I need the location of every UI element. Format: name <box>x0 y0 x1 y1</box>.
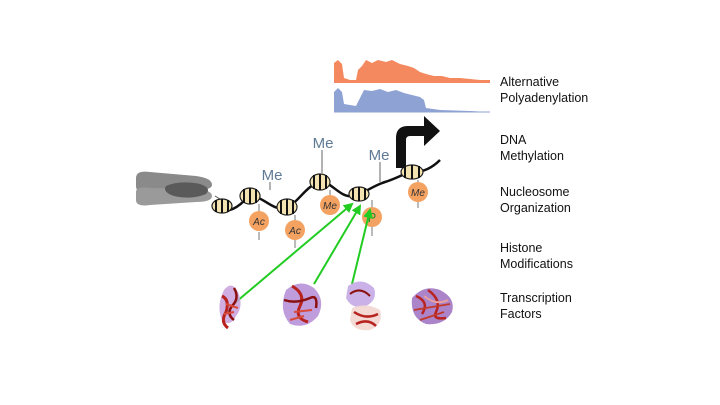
label-alternative-polyadenylation: Alternative Polyadenylation <box>500 74 710 106</box>
tf-arrow-1 <box>235 202 354 303</box>
label-transcription-factors: Transcription Factors <box>500 290 710 322</box>
me-mark-label-2: Me <box>411 188 425 199</box>
chromosome-icon <box>136 171 231 206</box>
histone-ac-mark-2: Ac <box>285 220 305 240</box>
me-label-1: Me <box>262 167 283 184</box>
label-nuc-line-1: Nucleosome <box>500 185 570 199</box>
label-dna-methylation: DNA Methylation <box>500 132 710 164</box>
apa-coverage-bottom-track <box>334 88 490 113</box>
label-histone-line-1: Histone <box>500 241 543 255</box>
label-nuc-line-2: Organization <box>500 201 571 215</box>
tf-arrow-2 <box>313 204 362 285</box>
protein-structure-icon-1 <box>219 285 241 330</box>
histone-me-mark-2: Me <box>408 182 428 202</box>
label-tf-line-2: Factors <box>500 307 542 321</box>
protein-structure-icon-2 <box>282 283 322 326</box>
label-apa-line-2: Polyadenylation <box>500 91 589 105</box>
histone-me-mark-1: Me <box>320 195 340 215</box>
protein-structure-icon-4 <box>411 288 453 325</box>
nucleosome-1 <box>211 198 233 214</box>
label-histone-modifications: Histone Modifications <box>500 240 710 272</box>
nucleosome-5 <box>348 186 370 202</box>
histone-p-mark: P <box>362 207 382 227</box>
transcription-start-arrow-icon <box>396 116 440 168</box>
ac-label-1: Ac <box>252 217 265 228</box>
me-label-2: Me <box>313 135 334 152</box>
histone-ac-mark-1: Ac <box>249 211 269 231</box>
protein-structure-icon-3 <box>346 281 381 331</box>
me-mark-label-1: Me <box>323 201 337 212</box>
nucleosome-6 <box>400 164 424 180</box>
label-tf-line-1: Transcription <box>500 291 572 305</box>
ac-label-2: Ac <box>288 226 301 237</box>
tf-arrow-3 <box>351 208 373 285</box>
label-nucleosome-organization: Nucleosome Organization <box>500 184 710 216</box>
apa-coverage-top <box>334 60 490 83</box>
label-apa-line-1: Alternative <box>500 75 560 89</box>
label-histone-line-2: Modifications <box>500 257 573 271</box>
label-dna-line-2: Methylation <box>500 149 564 163</box>
me-label-3: Me <box>369 147 390 164</box>
nucleosome-3 <box>276 198 298 216</box>
label-dna-line-1: DNA <box>500 133 527 147</box>
apa-coverage-bottom <box>334 88 490 112</box>
nucleosome-2 <box>239 187 261 205</box>
apa-coverage-top-track <box>334 60 490 83</box>
nucleosome-4 <box>309 173 331 191</box>
